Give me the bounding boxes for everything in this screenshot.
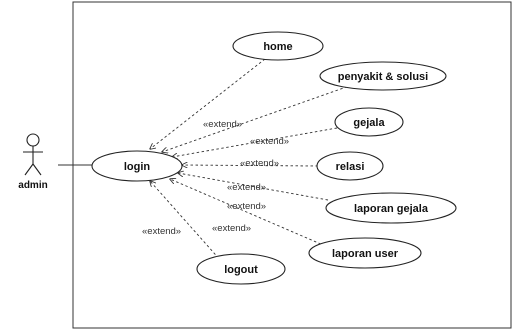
use-case-label: penyakit & solusi [338,71,428,83]
extend-label-penyakit: «extend» [250,136,289,147]
use-case-label: laporan gejala [354,203,429,215]
use-case-label: relasi [336,161,365,173]
use-case-label: login [124,161,151,173]
use-case-relasi[interactable]: relasi [316,151,384,181]
use-case-label: home [263,41,292,53]
extend-label-logout: «extend» [142,226,181,237]
extend-label-gejala: «extend» [240,158,279,169]
use-case-label: logout [224,264,258,276]
use-case-label: gejala [353,117,385,129]
actor: admin [18,133,48,191]
use-case-home[interactable]: home [232,31,324,61]
extend-line-penyakit [162,84,353,152]
use-case-laporan-gejala[interactable]: laporan gejala [325,192,457,224]
use-case-laporan-user[interactable]: laporan user [308,237,422,269]
stick-figure-icon [23,133,43,176]
extend-labels: «extend» «extend» «extend» «extend» «ext… [142,119,289,237]
extend-line-home [150,58,266,149]
use-case-gejala[interactable]: gejala [334,107,404,137]
extend-label-home: «extend» [203,119,242,130]
extend-line-laporan-gejala [178,173,329,201]
extend-label-laporan-user: «extend» [212,223,251,234]
actor-label: admin [18,180,47,191]
use-case-logout[interactable]: logout [196,253,286,285]
use-case-penyakit-solusi[interactable]: penyakit & solusi [319,61,447,91]
extend-line-laporan-user [170,179,331,249]
extend-lines [150,58,353,263]
use-case-login[interactable]: login [91,150,183,182]
use-case-label: laporan user [332,248,399,260]
extend-label-laporan-gejala: «extend» [227,201,266,212]
extend-line-logout [150,181,223,263]
extend-label-relasi: «extend» [227,182,266,193]
